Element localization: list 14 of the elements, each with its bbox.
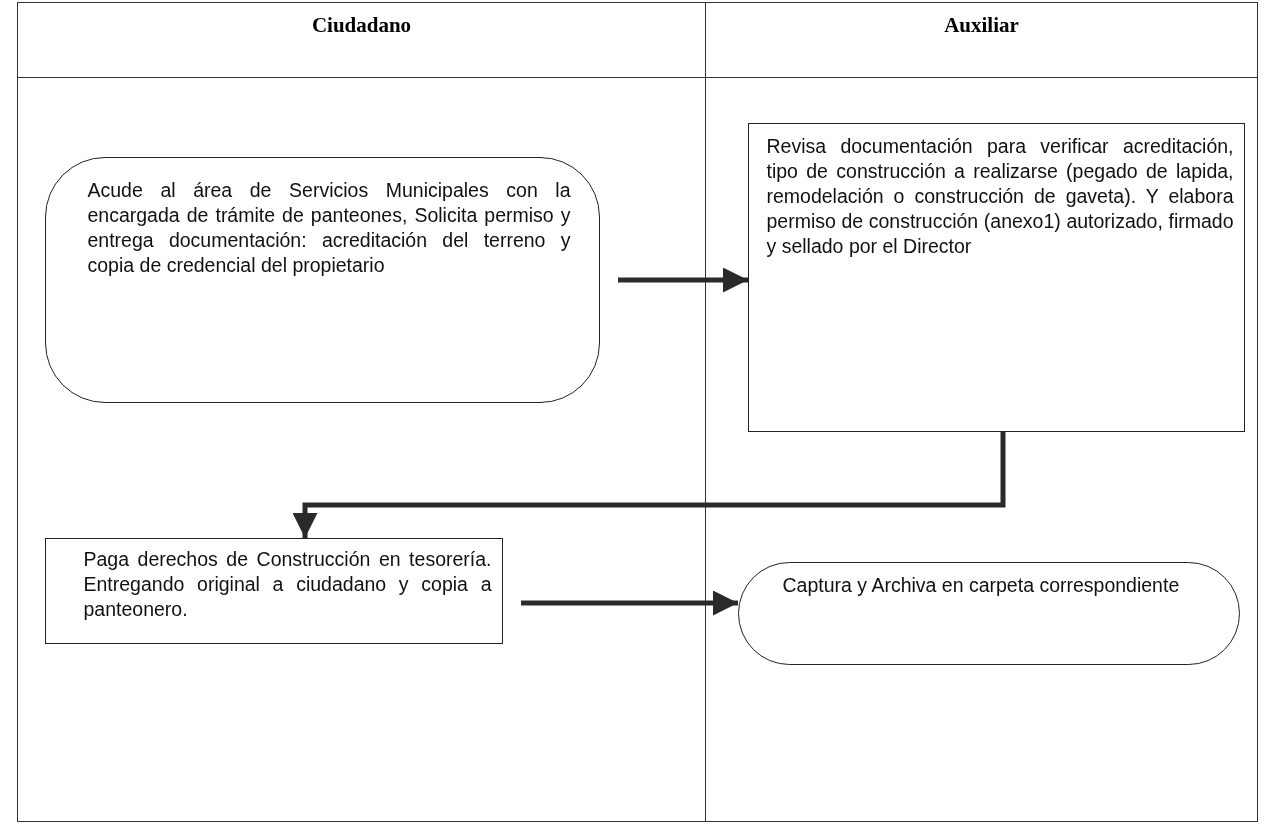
arrow — [618, 267, 748, 293]
swimlane — [705, 2, 1258, 822]
process-box — [44, 537, 503, 644]
lane-header: Auxiliar — [706, 3, 1257, 78]
arrow — [292, 432, 1006, 538]
step-text: Acude al área de Servicios Municipales con la encargada de trámite de panteones, Solicita permiso y entrega documentación: acreditación del terreno y copia de credencial del propietario — [87, 177, 571, 278]
step-text: Paga derechos de Construcción en tesorería. Entregando original a ciudadano y copia a panteonero. — [83, 546, 492, 622]
lane-header: Ciudadano — [18, 3, 705, 78]
step-text: Captura y Archiva en carpeta correspondiente — [782, 572, 1180, 598]
swimlane — [17, 2, 706, 822]
process-box — [747, 122, 1245, 432]
arrow — [521, 590, 738, 616]
step-text: Revisa documentación para verificar acreditación, tipo de construcción a realizarse (pegado de lapida, remodelación o construcción de gaveta). Y elabora permiso de construcción (anexo1) autorizado, firmado y sellado por el Director — [766, 133, 1234, 259]
terminal-shape — [44, 156, 600, 403]
